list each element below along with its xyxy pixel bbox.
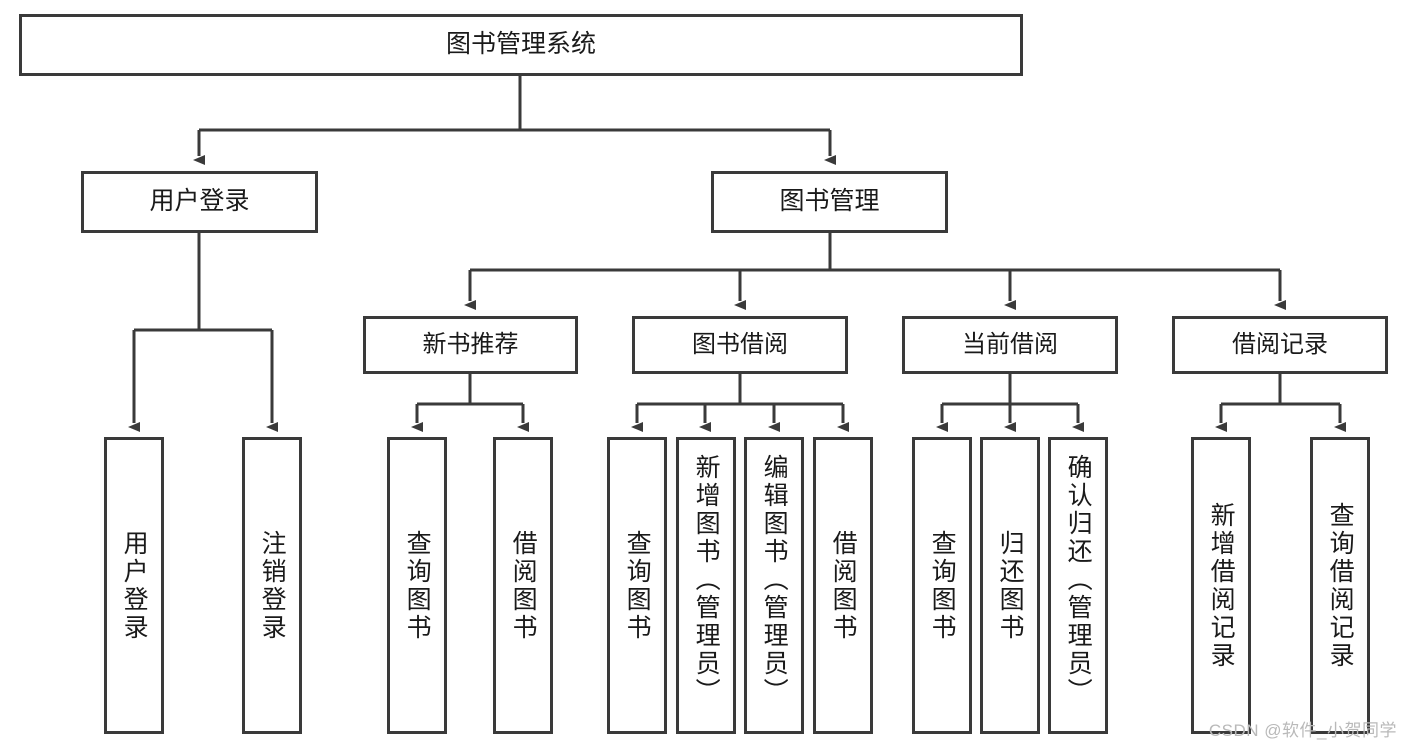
node-label: 新书推荐: [422, 330, 519, 358]
node-book-management[interactable]: 图书管理: [711, 171, 948, 233]
leaf-user-logout[interactable]: 注销登录: [242, 437, 302, 734]
leaf-add-borrow-record[interactable]: 新增借阅记录: [1191, 437, 1251, 734]
node-label: 查询图书: [928, 529, 957, 642]
node-label: 图书管理系统: [445, 30, 596, 59]
node-borrow-record[interactable]: 借阅记录: [1172, 316, 1388, 374]
node-label: 确认归还（管理员）: [1064, 454, 1093, 706]
node-label: 编辑图书（管理员）: [760, 454, 789, 706]
node-label: 用户登录: [149, 187, 250, 216]
node-label: 查询借阅记录: [1326, 501, 1355, 670]
node-label: 查询图书: [403, 529, 432, 642]
leaf-query-book-recommend[interactable]: 查询图书: [387, 437, 447, 734]
node-book-borrow[interactable]: 图书借阅: [632, 316, 848, 374]
leaf-user-login[interactable]: 用户登录: [104, 437, 164, 734]
node-label: 新增借阅记录: [1207, 501, 1236, 670]
leaf-return-book[interactable]: 归还图书: [980, 437, 1040, 734]
leaf-borrow-book[interactable]: 借阅图书: [813, 437, 873, 734]
node-new-book-recommend[interactable]: 新书推荐: [363, 316, 578, 374]
node-label: 注销登录: [258, 529, 287, 642]
leaf-borrow-book-recommend[interactable]: 借阅图书: [493, 437, 553, 734]
node-label: 用户登录: [120, 529, 149, 642]
leaf-edit-book-admin[interactable]: 编辑图书（管理员）: [744, 437, 804, 734]
node-label: 图书管理: [779, 187, 880, 216]
leaf-query-book-current[interactable]: 查询图书: [912, 437, 972, 734]
node-label: 借阅记录: [1232, 330, 1328, 358]
node-label: 查询图书: [623, 529, 652, 642]
node-user-login[interactable]: 用户登录: [81, 171, 318, 233]
leaf-query-book-borrow[interactable]: 查询图书: [607, 437, 667, 734]
leaf-query-borrow-record[interactable]: 查询借阅记录: [1310, 437, 1370, 734]
node-label: 归还图书: [996, 529, 1025, 642]
node-label: 当前借阅: [962, 330, 1058, 358]
watermark-text: CSDN @软件_小贺同学: [1208, 721, 1397, 740]
leaf-confirm-return-admin[interactable]: 确认归还（管理员）: [1048, 437, 1108, 734]
node-label: 新增图书（管理员）: [692, 454, 721, 706]
node-label: 借阅图书: [509, 529, 538, 642]
node-label: 借阅图书: [829, 529, 858, 642]
leaf-add-book-admin[interactable]: 新增图书（管理员）: [676, 437, 736, 734]
node-root-system[interactable]: 图书管理系统: [19, 14, 1023, 76]
node-current-borrow[interactable]: 当前借阅: [902, 316, 1118, 374]
node-label: 图书借阅: [692, 330, 788, 358]
